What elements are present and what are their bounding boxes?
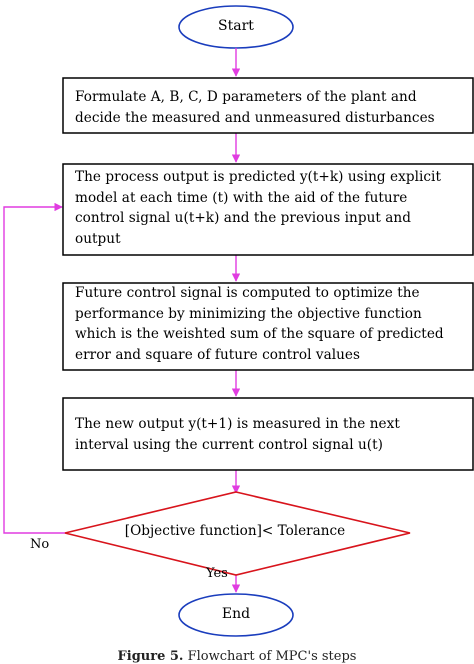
yes-label: Yes xyxy=(206,566,228,581)
step-3-text: Future control signal is computed to opt… xyxy=(75,283,470,365)
no-label: No xyxy=(30,537,50,552)
step-3-line-3: which is the weishted sum of the square … xyxy=(75,326,444,342)
step-3-line-1: Future control signal is computed to opt… xyxy=(75,285,420,301)
connector-no-loop xyxy=(3,202,65,534)
step-4-line-1: The new output y(t+1) is measured in the… xyxy=(75,416,400,432)
step-1-line-2: decide the measured and unmeasured distu… xyxy=(75,109,435,126)
figure-caption-text: Flowchart of MPC's steps xyxy=(187,649,357,664)
step-2-text: The process output is predicted y(t+k) u… xyxy=(75,167,470,249)
step-2-line-4: output xyxy=(75,230,121,247)
step-box-3 xyxy=(62,282,474,371)
step-4-line-2: interval using the current control signa… xyxy=(75,436,383,453)
decision-diamond xyxy=(64,491,411,576)
step-4-text: The new output y(t+1) is measured in the… xyxy=(75,414,470,455)
start-label: Start xyxy=(218,18,254,34)
step-2-line-2: model at each time (t) with the aid of t… xyxy=(75,189,408,206)
step-2-line-3: control signal u(t+k) and the previous i… xyxy=(75,210,411,226)
figure-caption: Figure 5. Flowchart of MPC's steps xyxy=(0,649,474,664)
step-3-line-2: performance by minimizing the objective … xyxy=(75,305,422,322)
step-1-text: Formulate A, B, C, D parameters of the p… xyxy=(75,87,470,128)
step-1-line-1: Formulate A, B, C, D parameters of the p… xyxy=(75,89,417,105)
step-3-line-4: error and square of future control value… xyxy=(75,346,361,363)
step-box-4 xyxy=(62,397,474,471)
step-box-1 xyxy=(62,77,474,134)
end-label: End xyxy=(221,606,251,622)
end-terminal xyxy=(178,593,294,637)
figure-number: Figure 5. xyxy=(117,649,184,664)
step-2-line-1: The process output is predicted y(t+k) u… xyxy=(75,169,441,185)
step-box-2 xyxy=(62,163,474,256)
decision-label: [Objective function]< Tolerance xyxy=(124,523,346,539)
